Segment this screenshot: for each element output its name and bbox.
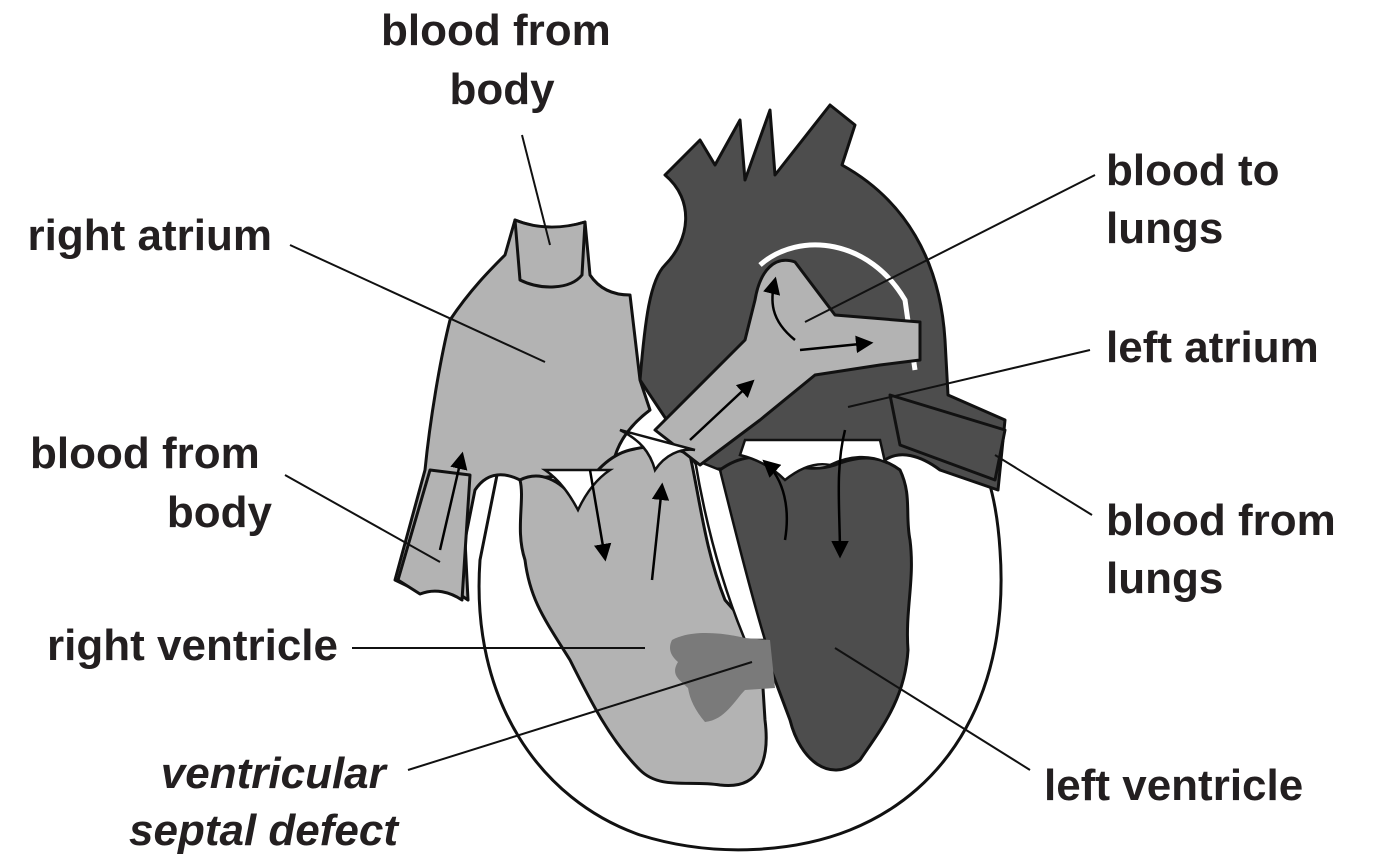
label-right-atrium: right atrium (28, 211, 272, 260)
superior-vena-cava (515, 220, 585, 287)
label-blood-from-body-top: blood from body (381, 6, 623, 114)
label-ventricular-septal-defect: ventricular septal defect (129, 749, 400, 855)
label-blood-from-lungs: blood from lungs (1106, 496, 1348, 603)
label-blood-to-lungs: blood to lungs (1106, 146, 1292, 253)
label-left-atrium: left atrium (1106, 323, 1319, 372)
label-right-ventricle: right ventricle (47, 621, 338, 670)
label-blood-from-body-left: blood from body (30, 429, 272, 537)
label-left-ventricle: left ventricle (1044, 761, 1303, 810)
